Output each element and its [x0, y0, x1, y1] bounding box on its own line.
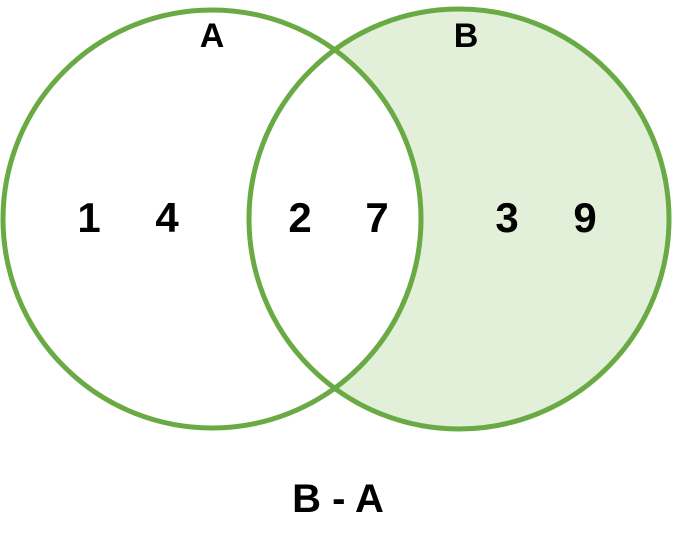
set-a-label: A	[200, 17, 225, 55]
element-intersection: 7	[365, 194, 388, 241]
region-b-minus-a	[249, 9, 669, 429]
element-a-only: 1	[77, 194, 100, 241]
element-b-only: 3	[495, 194, 518, 241]
element-intersection: 2	[288, 194, 311, 241]
element-a-only: 4	[155, 194, 179, 241]
set-b-circle	[246, 6, 672, 432]
set-b-label: B	[454, 17, 479, 55]
diagram-caption: B - A	[292, 477, 384, 521]
element-b-only: 9	[573, 194, 596, 241]
set-a-circle	[0, 7, 424, 431]
intersection-mask	[249, 10, 421, 428]
